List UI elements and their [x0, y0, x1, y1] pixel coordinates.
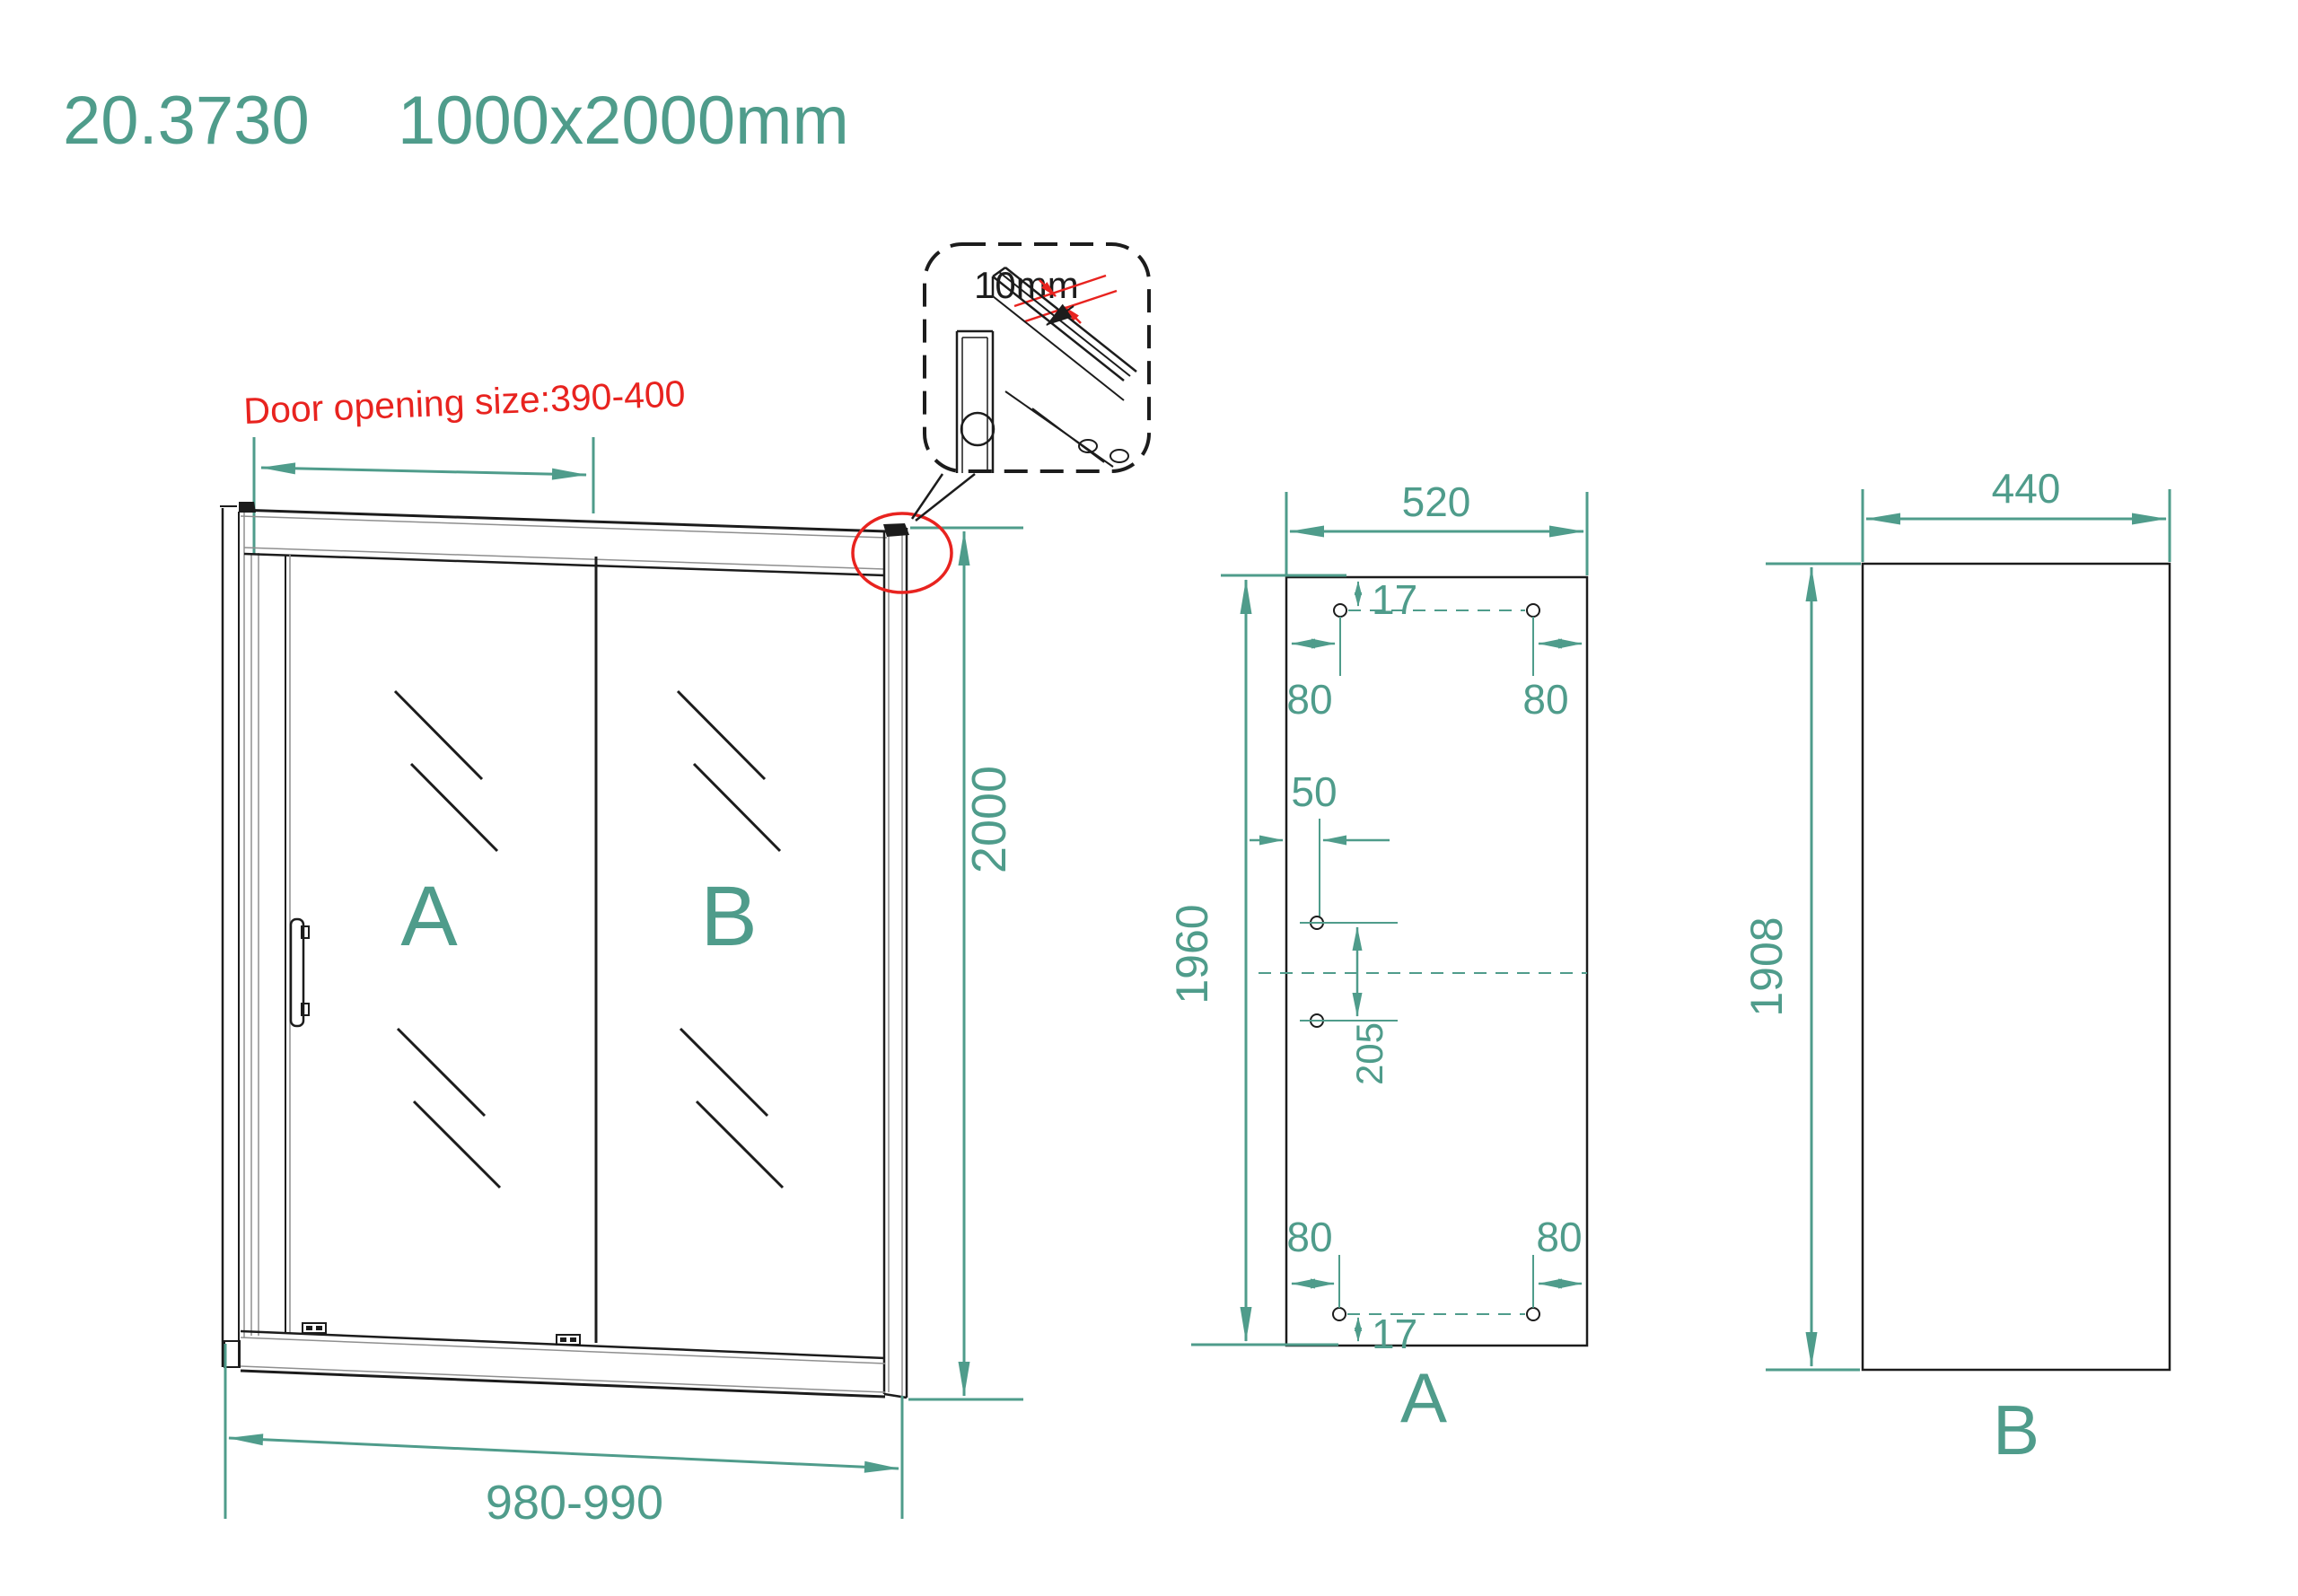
- height-dim-label: 2000: [962, 766, 1016, 873]
- dim-980-990: 980-990: [224, 1344, 904, 1530]
- panel-a-205: 205: [1348, 1022, 1390, 1085]
- rail-profile-3d: [955, 266, 1137, 473]
- right-post: [882, 523, 909, 1399]
- panel-a-view: 520 17 80 80 50 205: [1167, 478, 1589, 1437]
- door-opening-note: Door opening size:390-400: [243, 373, 687, 432]
- panel-a-width: 520: [1402, 478, 1471, 525]
- wall-foot: [224, 1340, 241, 1368]
- panel-a-label: A: [1400, 1358, 1447, 1437]
- door-elevation: A B: [220, 502, 909, 1399]
- glass-b-label: B: [700, 869, 757, 964]
- top-rail: [238, 508, 888, 577]
- roller-left: [302, 1322, 327, 1334]
- panel-b-label: B: [1993, 1390, 2039, 1469]
- left-wall-profile: [220, 502, 259, 1368]
- panel-a-80-bl: 80: [1286, 1214, 1332, 1260]
- glass-a-label: A: [400, 869, 458, 964]
- profile-hole: [960, 411, 996, 447]
- detail-box: [923, 242, 1151, 473]
- panel-a-17-top: 17: [1372, 576, 1417, 623]
- hole: [1332, 1307, 1346, 1321]
- door-handle: [289, 917, 310, 1028]
- door-opening-dim-line: [260, 462, 587, 480]
- detail-callout-circle: [851, 473, 976, 594]
- product-size: 1000x2000mm: [398, 83, 849, 159]
- width-dim-label: 980-990: [486, 1476, 663, 1530]
- title-block: 20.3730 1000x2000mm: [63, 83, 849, 159]
- hole: [1526, 1307, 1540, 1321]
- dim-2000: 2000: [908, 526, 1023, 1401]
- model-code: 20.3730: [63, 83, 310, 159]
- panel-a-80-tr: 80: [1522, 676, 1568, 723]
- panel-a-50: 50: [1291, 768, 1337, 815]
- panel-b-height: 1908: [1741, 916, 1792, 1016]
- panel-a-outline: [1285, 575, 1589, 1347]
- panel-b-width: 440: [1992, 465, 2061, 512]
- panel-b-outline: [1861, 562, 2171, 1372]
- hole: [1333, 603, 1347, 618]
- panel-a-80-br: 80: [1536, 1214, 1582, 1260]
- post-cap: [883, 523, 909, 537]
- panel-a-17-bottom: 17: [1372, 1311, 1417, 1357]
- hole: [1526, 603, 1540, 618]
- panel-a-80-tl: 80: [1286, 676, 1332, 723]
- door-opening-annotation: Door opening size:390-400: [243, 373, 687, 554]
- detail-view: 10mm: [923, 242, 1151, 473]
- panel-a-height: 1960: [1167, 904, 1217, 1004]
- glass-reflections: [393, 689, 785, 1189]
- roller-right: [556, 1334, 581, 1346]
- panel-b-view: 440 1908 B: [1741, 465, 2171, 1469]
